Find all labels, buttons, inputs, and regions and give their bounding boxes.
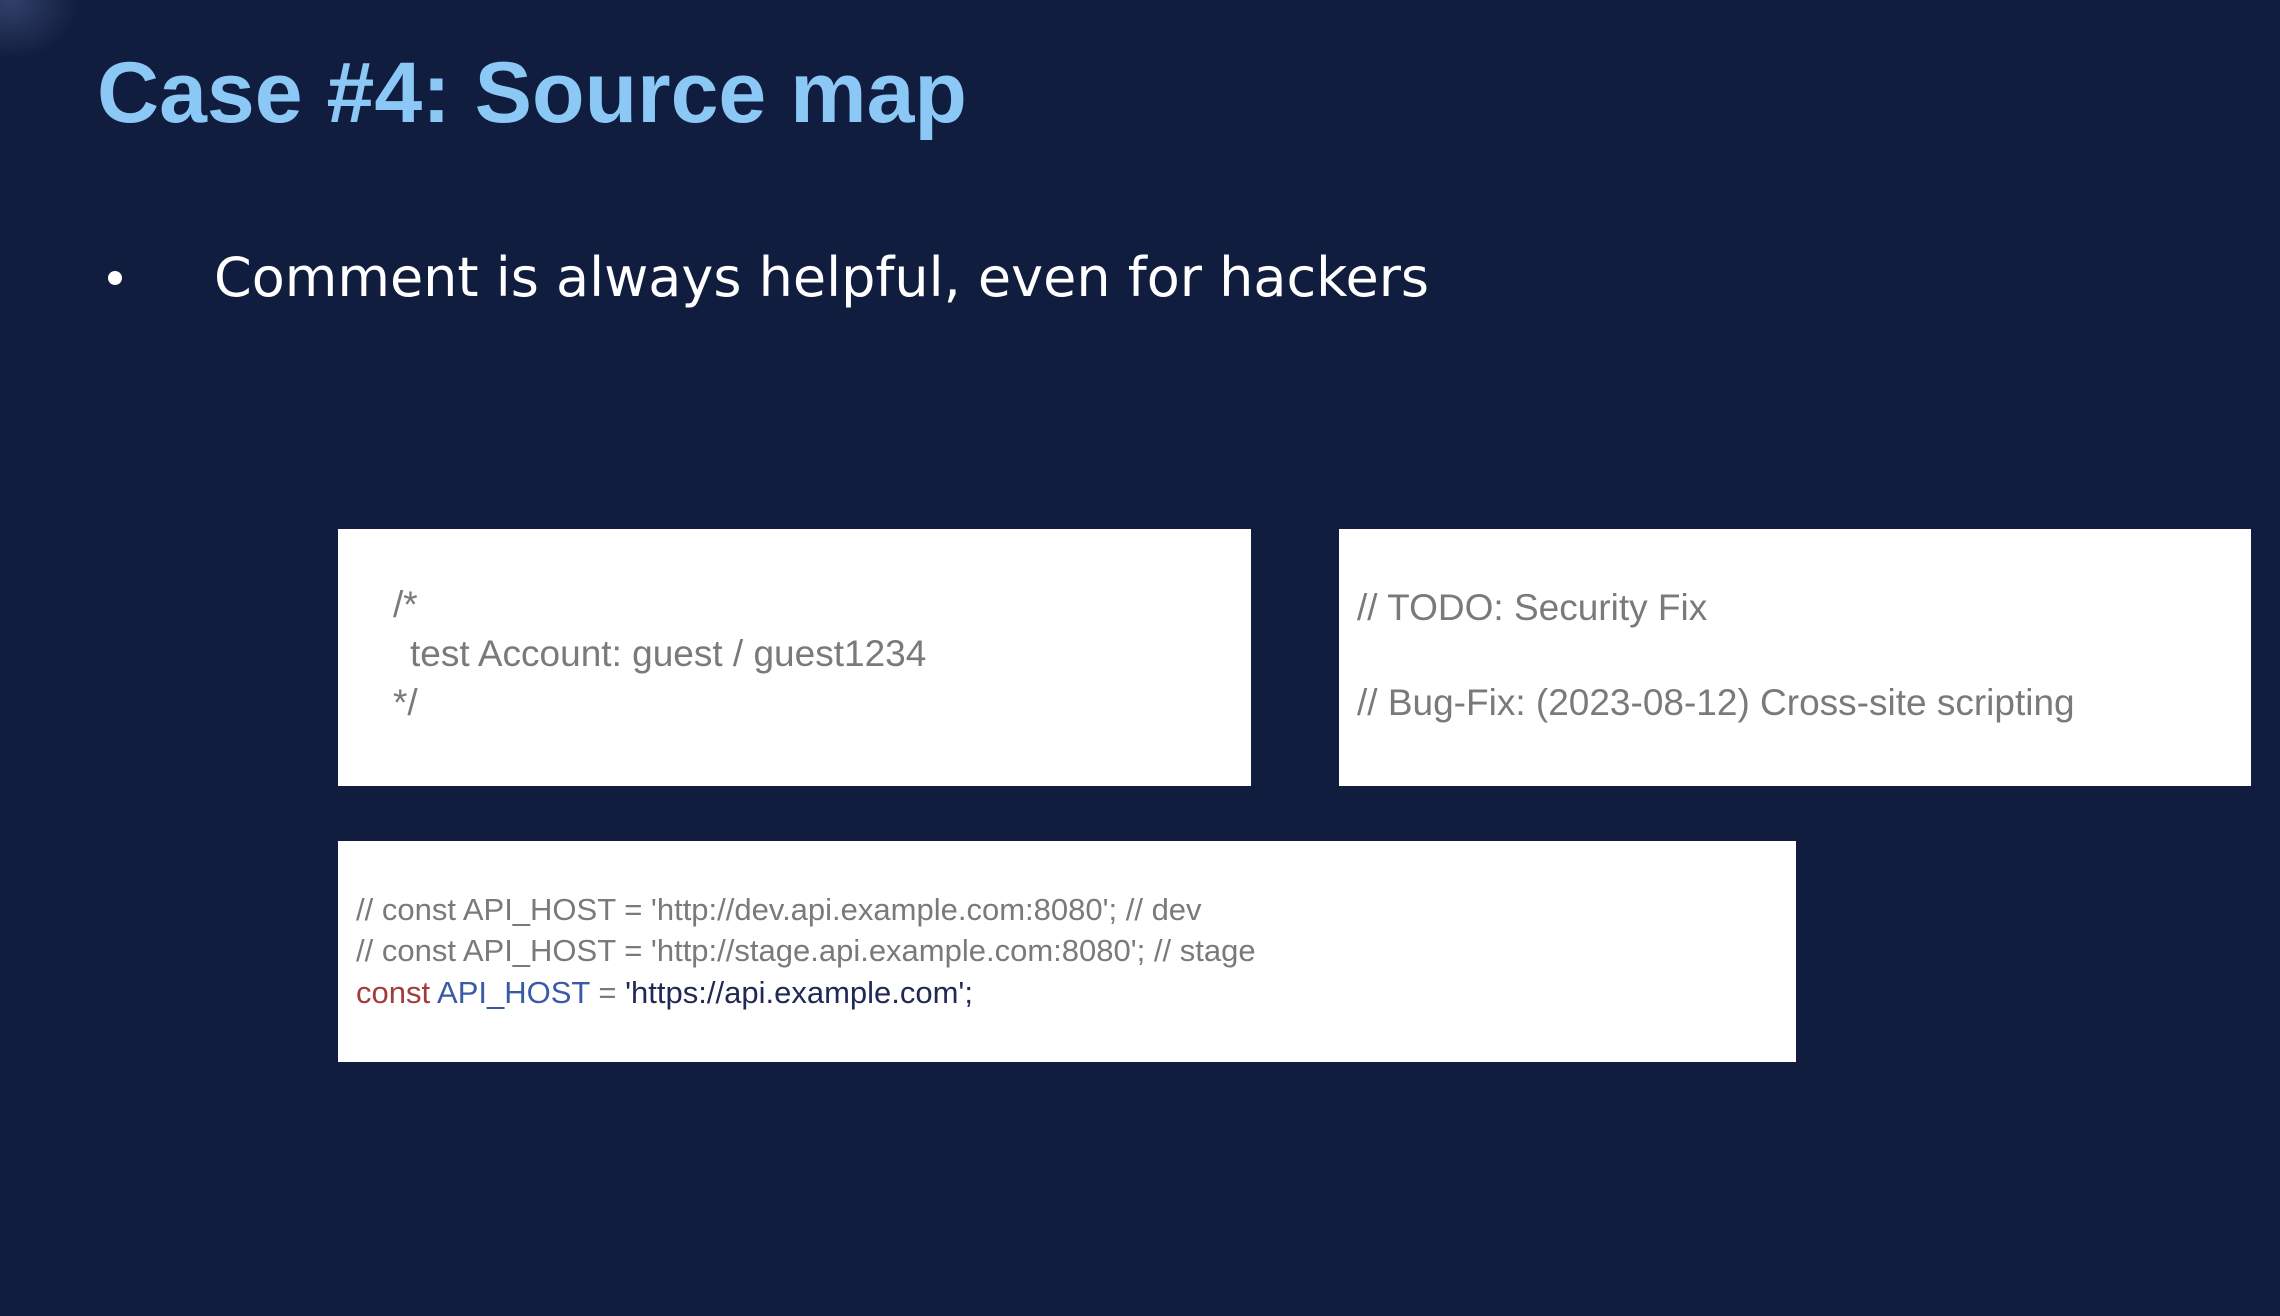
corner-glow-decoration (0, 0, 80, 60)
code-box-todo-comments: // TODO: Security Fix // Bug-Fix: (2023-… (1339, 529, 2251, 786)
code-box-test-account: /* test Account: guest / guest1234 */ (338, 529, 1251, 786)
code-line: // const API_HOST = 'http://stage.api.ex… (356, 933, 1256, 968)
code-box-api-host: // const API_HOST = 'http://dev.api.exam… (338, 841, 1796, 1062)
code-line: // TODO: Security Fix (1357, 587, 1708, 628)
bullet-dot-icon (108, 271, 122, 285)
slide-title: Case #4: Source map (97, 45, 967, 141)
code-line: test Account: guest / guest1234 (410, 633, 927, 674)
code-line-active: const API_HOST = 'https://api.example.co… (356, 972, 973, 1014)
code-keyword: const (356, 975, 431, 1010)
code-string: 'https://api.example.com'; (625, 975, 973, 1010)
code-identifier: API_HOST (437, 975, 590, 1010)
code-line: // Bug-Fix: (2023-08-12) Cross-site scri… (1357, 682, 2075, 723)
code-operator: = (598, 975, 617, 1010)
bullet-item: Comment is always helpful, even for hack… (108, 238, 1429, 318)
code-line: // const API_HOST = 'http://dev.api.exam… (356, 892, 1202, 927)
code-line: */ (393, 682, 418, 723)
code-line: /* (393, 584, 418, 625)
bullet-text: Comment is always helpful, even for hack… (214, 246, 1430, 309)
